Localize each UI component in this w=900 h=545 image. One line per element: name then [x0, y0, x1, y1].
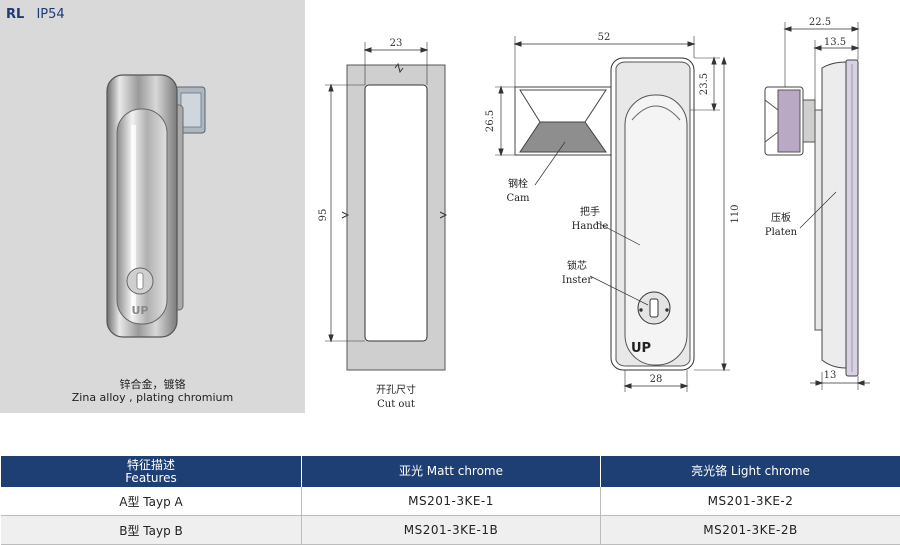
cutout-view	[325, 42, 448, 371]
insert-label-zh: 锁芯	[567, 259, 587, 272]
side-depth-inner-dim: 13.5	[824, 37, 846, 48]
cutout-label-en: Cut out	[377, 399, 415, 410]
table-row: A型 Tayp A MS201-3KE-1 MS201-3KE-2	[1, 487, 900, 516]
row-matt-code: MS201-3KE-1B	[301, 515, 601, 545]
header-features: 特征描述 Features	[1, 456, 302, 487]
row-light-code: MS201-3KE-2B	[600, 515, 900, 545]
spec-table-header: 特征描述 Features 亚光 Matt chrome 亮光铬 Light c…	[1, 456, 900, 487]
body-width-dim: 28	[650, 374, 663, 385]
header-light-chrome: 亮光铬 Light chrome	[600, 456, 900, 487]
series-label: RL IP54	[6, 7, 65, 22]
front-height-dim: 110	[730, 204, 741, 223]
platen-label-zh: 压板	[771, 211, 791, 224]
handle-label-zh: 把手	[580, 205, 600, 218]
row-feature: B型 Tayp B	[1, 515, 302, 545]
cutout-width-dim: 23	[390, 38, 403, 49]
product-photo: UP	[106, 74, 206, 338]
material-chinese: 锌合金，镀铬	[119, 378, 186, 391]
ip-rating: IP54	[36, 7, 65, 22]
side-bottom-dim: 13	[824, 370, 837, 381]
row-matt-code: MS201-3KE-1	[301, 487, 601, 516]
photo-mark: UP	[132, 304, 149, 317]
front-width-dim: 52	[598, 32, 611, 43]
table-row: B型 Tayp B MS201-3KE-1B MS201-3KE-2B	[1, 515, 900, 545]
row-light-code: MS201-3KE-2	[600, 487, 900, 516]
top-offset-dim: 23.5	[699, 73, 710, 95]
photo-handle	[116, 108, 168, 325]
insert-label-en: Inster	[562, 275, 592, 286]
cutout-label-zh: 开孔尺寸	[376, 383, 416, 396]
product-photo-panel: RL IP54	[0, 0, 305, 413]
platen-label-en: Platen	[765, 227, 798, 238]
side-depth-dim: 22.5	[809, 17, 831, 28]
cutout-height-dim: 95	[318, 209, 329, 222]
front-view	[495, 36, 730, 392]
handle-label-en: Handle	[572, 221, 609, 232]
header-features-en: Features	[125, 470, 177, 485]
cam-label-en: Cam	[506, 193, 530, 204]
technical-drawings: 23 95 开孔尺寸 Cut out	[318, 17, 870, 410]
cam-height-dim: 26.5	[485, 110, 496, 132]
front-mark: UP	[631, 341, 651, 356]
material-english: Zina alloy , plating chromium	[71, 391, 234, 404]
cam-label-zh: 钢栓	[508, 177, 528, 190]
side-view	[764, 22, 870, 390]
header-features-zh: 特征描述	[126, 457, 175, 472]
series-code: RL	[6, 7, 25, 22]
row-feature: A型 Tayp A	[1, 487, 302, 516]
spec-table: 特征描述 Features 亚光 Matt chrome 亮光铬 Light c…	[1, 456, 900, 545]
header-matt-chrome: 亚光 Matt chrome	[301, 456, 601, 487]
